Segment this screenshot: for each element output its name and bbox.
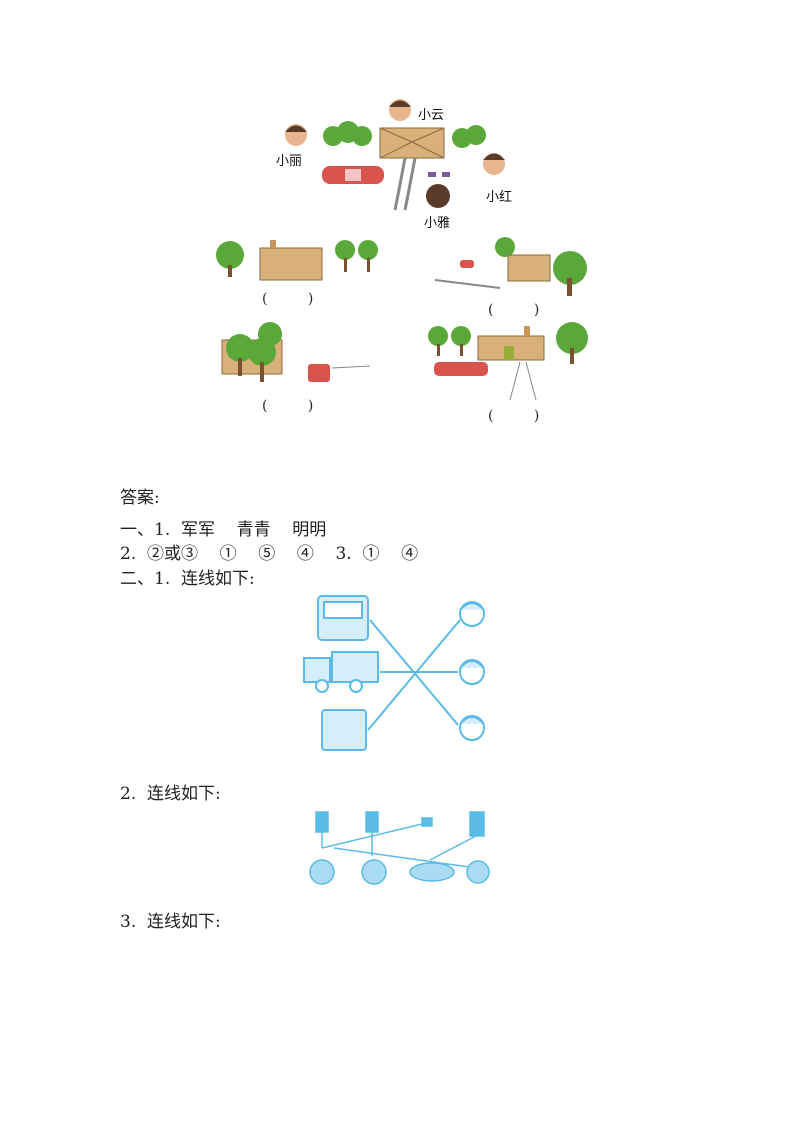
face-icon-3 bbox=[459, 715, 485, 741]
animal-icon-1 bbox=[309, 859, 335, 885]
house-front-scene bbox=[216, 240, 378, 281]
map-illustration bbox=[216, 99, 588, 401]
animal-icon-2 bbox=[361, 859, 387, 885]
lantern-icon-1 bbox=[315, 811, 329, 833]
answer-part2-q1: 二、1. 连线如下: bbox=[120, 569, 255, 589]
child-head-xiaoli bbox=[285, 124, 307, 146]
house-car-scene bbox=[428, 322, 588, 401]
lantern-icon-3 bbox=[421, 817, 433, 827]
answer-part2-q2: 2. 连线如下: bbox=[120, 784, 221, 804]
animal-icon-3 bbox=[409, 862, 455, 882]
truck-side-icon bbox=[303, 651, 379, 693]
child-head-xiaohong bbox=[483, 153, 505, 175]
answer-blank-3: ( ) bbox=[262, 398, 332, 414]
house-top-view bbox=[379, 127, 445, 159]
face-icon-1 bbox=[459, 601, 485, 627]
answer-figure-vehicles-faces bbox=[303, 595, 485, 751]
truck-front-icon bbox=[321, 709, 367, 751]
road bbox=[393, 157, 407, 211]
animal-icon-4 bbox=[466, 860, 490, 884]
label-xiaoli: 小丽 bbox=[276, 154, 303, 169]
answer-blank-2: ( ) bbox=[488, 302, 558, 318]
answer-part2-q3: 3. 连线如下: bbox=[120, 912, 221, 932]
child-head-xiaoyun bbox=[389, 99, 411, 121]
answer-part1-q1: 一、1. 军军 青青 明明 bbox=[120, 520, 327, 540]
answer-part1-q2-q3: 2. ②或③ ① ⑤ ④ 3. ① ④ bbox=[120, 544, 419, 564]
answer-blank-1: ( ) bbox=[262, 291, 332, 307]
answers-heading: 答案: bbox=[120, 488, 160, 508]
bush-group bbox=[323, 121, 486, 148]
face-icon-2 bbox=[459, 659, 485, 685]
label-xiaohong: 小红 bbox=[486, 190, 513, 205]
lantern-icon-4 bbox=[469, 811, 485, 837]
house-side-scene bbox=[434, 237, 587, 296]
house-trees-scene bbox=[221, 322, 371, 382]
label-xiaoyun: 小云 bbox=[418, 108, 445, 123]
lantern-icon-2 bbox=[365, 811, 379, 833]
answer-blank-4: ( ) bbox=[488, 408, 558, 424]
answer-figure-lanterns-animals bbox=[309, 811, 490, 885]
child-head-xiaoya bbox=[426, 184, 450, 208]
car-top-view bbox=[322, 166, 384, 184]
label-xiaoya: 小雅 bbox=[424, 216, 451, 231]
